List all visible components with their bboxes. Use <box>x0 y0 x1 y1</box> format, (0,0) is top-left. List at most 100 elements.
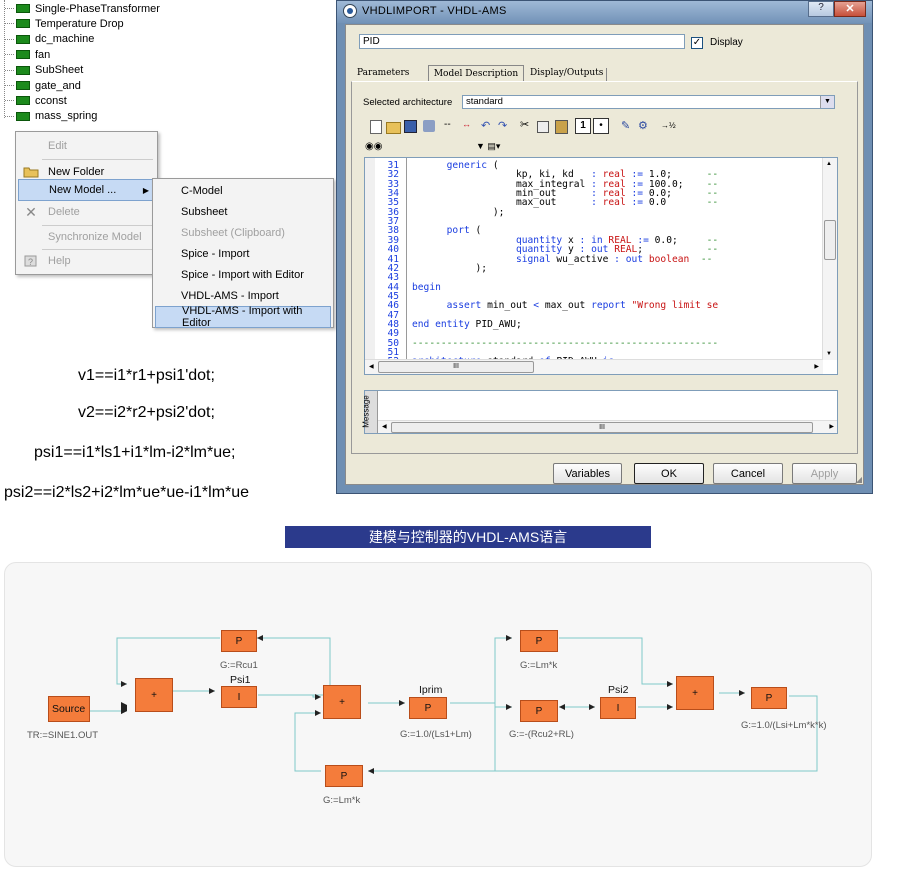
gain-lsi-label: G:=1.0/(Lsi+Lm*k*k) <box>741 720 827 731</box>
wire-arrow <box>667 704 673 710</box>
wire-arrow <box>506 635 512 641</box>
menu-item-delete[interactable]: ✕ Delete <box>18 201 155 223</box>
tree-item[interactable]: SubSheet <box>16 63 83 78</box>
tree-item[interactable]: mass_spring <box>16 109 97 124</box>
code-text: signal wu_active : out boolean -- <box>515 253 713 265</box>
wire-arrow <box>368 768 374 774</box>
tab-display-outputs[interactable]: Display/Outputs <box>530 68 608 82</box>
wire-arrow <box>315 710 321 716</box>
variables-button[interactable]: Variables <box>553 463 622 484</box>
code-hscrollbar[interactable]: ◀ III ▶ <box>365 359 823 374</box>
code-text: assert min_out < max_out report "Wrong l… <box>446 300 719 312</box>
line-number-button[interactable]: 1 <box>575 118 591 134</box>
submenu-item[interactable]: C-Model <box>181 185 223 197</box>
paste-icon[interactable] <box>555 120 568 134</box>
fraction-icon[interactable]: →½ <box>661 121 676 130</box>
code-vscrollbar[interactable]: ▲ ▼ <box>822 158 837 360</box>
code-text: quantity y : out REAL; -- <box>515 244 719 256</box>
message-hscrollbar[interactable]: ◀ III ▶ <box>378 420 837 433</box>
equation-3: psi1==i1*ls1+i1*lm-i2*lm*ue; <box>34 444 236 461</box>
dash-icon[interactable]: -- <box>444 119 451 130</box>
gain-block-lsi[interactable]: P <box>751 687 787 709</box>
code-text: quantity x : in REAL := 0.0; -- <box>515 234 719 246</box>
msg-scroll-thumb[interactable]: III <box>391 422 813 433</box>
help-title-button[interactable]: ? <box>808 1 834 17</box>
close-button[interactable]: ✕ <box>834 1 866 17</box>
psi2-label: Psi2 <box>608 684 629 696</box>
ok-button[interactable]: OK <box>634 463 704 484</box>
tool-icon[interactable]: ⚙ <box>638 120 648 132</box>
copy-icon[interactable] <box>537 121 549 133</box>
tree-item[interactable]: cconst <box>16 93 67 108</box>
code-text: end entity PID_AWU; <box>412 318 522 330</box>
submenu-item[interactable]: Spice - Import with Editor <box>181 269 304 281</box>
sum-block-2[interactable]: + <box>323 685 361 719</box>
gain-block-rcu2[interactable]: P <box>520 700 558 722</box>
layers-icon[interactable] <box>423 120 435 132</box>
new-file-icon[interactable] <box>370 120 382 134</box>
resize-grip-icon[interactable]: ◢ <box>855 475 862 484</box>
menu-item-new-folder[interactable]: New Folder <box>18 161 155 183</box>
edit-icon <box>22 139 40 153</box>
tree-item[interactable]: Temperature Drop <box>16 16 124 31</box>
integrator-block-psi1[interactable]: I <box>221 686 257 708</box>
sum-block-1[interactable]: + <box>135 678 173 712</box>
vscroll-thumb[interactable] <box>824 220 836 260</box>
dialog-title-bar: VHDLIMPORT - VHDL-AMS ? ✕ <box>337 1 872 23</box>
source-block[interactable]: Source <box>48 696 90 722</box>
wire-arrow <box>121 708 127 714</box>
tree-item[interactable]: Single-PhaseTransformer <box>16 1 160 16</box>
gain-block-rcu1[interactable]: P <box>221 630 257 652</box>
redo-icon[interactable]: ↷ <box>498 120 508 132</box>
gain-block-lmk-top[interactable]: P <box>520 630 558 652</box>
submenu-item[interactable]: VHDL-AMS - Import <box>181 290 279 302</box>
message-panel: Message ◀ III ▶ <box>362 390 838 434</box>
gain-block-ls1[interactable]: P <box>409 697 447 719</box>
bullet-button[interactable]: • <box>593 118 609 134</box>
pen-icon[interactable]: ✎ <box>621 120 631 132</box>
tab-model-description[interactable]: Model Description <box>428 65 524 82</box>
apply-button[interactable]: Apply <box>792 463 857 484</box>
code-editor[interactable]: 31 generic (32 kp, ki, kd : real := 1.0;… <box>364 157 838 375</box>
tab-parameters[interactable]: Parameters <box>357 68 410 78</box>
hscroll-thumb[interactable]: III <box>378 361 534 373</box>
submenu-item[interactable]: Subsheet <box>181 206 228 218</box>
submenu-item[interactable]: Subsheet (Clipboard) <box>181 227 285 239</box>
code-text: begin <box>412 281 441 293</box>
cut-icon[interactable]: ✂ <box>520 119 530 131</box>
section-banner: 建模与控制器的VHDL-AMS语言 <box>285 526 651 548</box>
view-mode-icon[interactable]: ▼ ▤▾ <box>476 141 501 151</box>
wire-arrow <box>121 681 127 687</box>
menu-item-synchronize-model[interactable]: Synchronize Model <box>18 226 155 248</box>
sum-block-3[interactable]: + <box>676 676 714 710</box>
integrator-block-psi2[interactable]: I <box>600 697 636 719</box>
dropdown-arrow-icon[interactable]: ▼ <box>820 96 834 108</box>
iprim-label: Iprim <box>419 684 443 696</box>
psi1-label: Psi1 <box>230 674 251 686</box>
model-icon <box>16 19 30 29</box>
code-text: ); <box>412 206 505 218</box>
menu-item-help[interactable]: ? Help <box>18 250 155 272</box>
gain-block-lmk-bottom[interactable]: P <box>325 765 363 787</box>
undo-icon[interactable]: ↶ <box>481 120 491 132</box>
tree-item[interactable]: gate_and <box>16 78 81 93</box>
bracket-icon[interactable]: ↔ <box>462 119 471 129</box>
tree-item[interactable]: dc_machine <box>16 32 94 47</box>
equation-4: psi2==i2*ls2+i2*lm*ue*ue-i1*lm*ue <box>4 484 250 501</box>
submenu-item[interactable]: Spice - Import <box>181 248 250 260</box>
cancel-button[interactable]: Cancel <box>713 463 783 484</box>
tree-item[interactable]: fan <box>16 47 50 62</box>
display-checkbox[interactable]: ✓ <box>691 37 703 49</box>
submenu-item[interactable]: VHDL-AMS - Import with Editor <box>155 305 331 329</box>
gain-rcu1-label: G:=Rcu1 <box>220 660 258 671</box>
open-folder-icon[interactable] <box>386 122 401 134</box>
save-icon[interactable] <box>404 120 417 133</box>
model-name-input[interactable]: PID <box>359 34 685 49</box>
binoculars-icon[interactable]: ◉◉ <box>365 141 383 152</box>
menu-item-new-model[interactable]: New Model ... ▶ <box>18 179 155 201</box>
wire-arrow <box>315 694 321 700</box>
wire-arrow <box>257 635 263 641</box>
source-param-label: TR:=SINE1.OUT <box>27 730 98 741</box>
menu-item-edit[interactable]: Edit <box>18 135 155 157</box>
architecture-select[interactable]: standard ▼ <box>462 95 835 109</box>
